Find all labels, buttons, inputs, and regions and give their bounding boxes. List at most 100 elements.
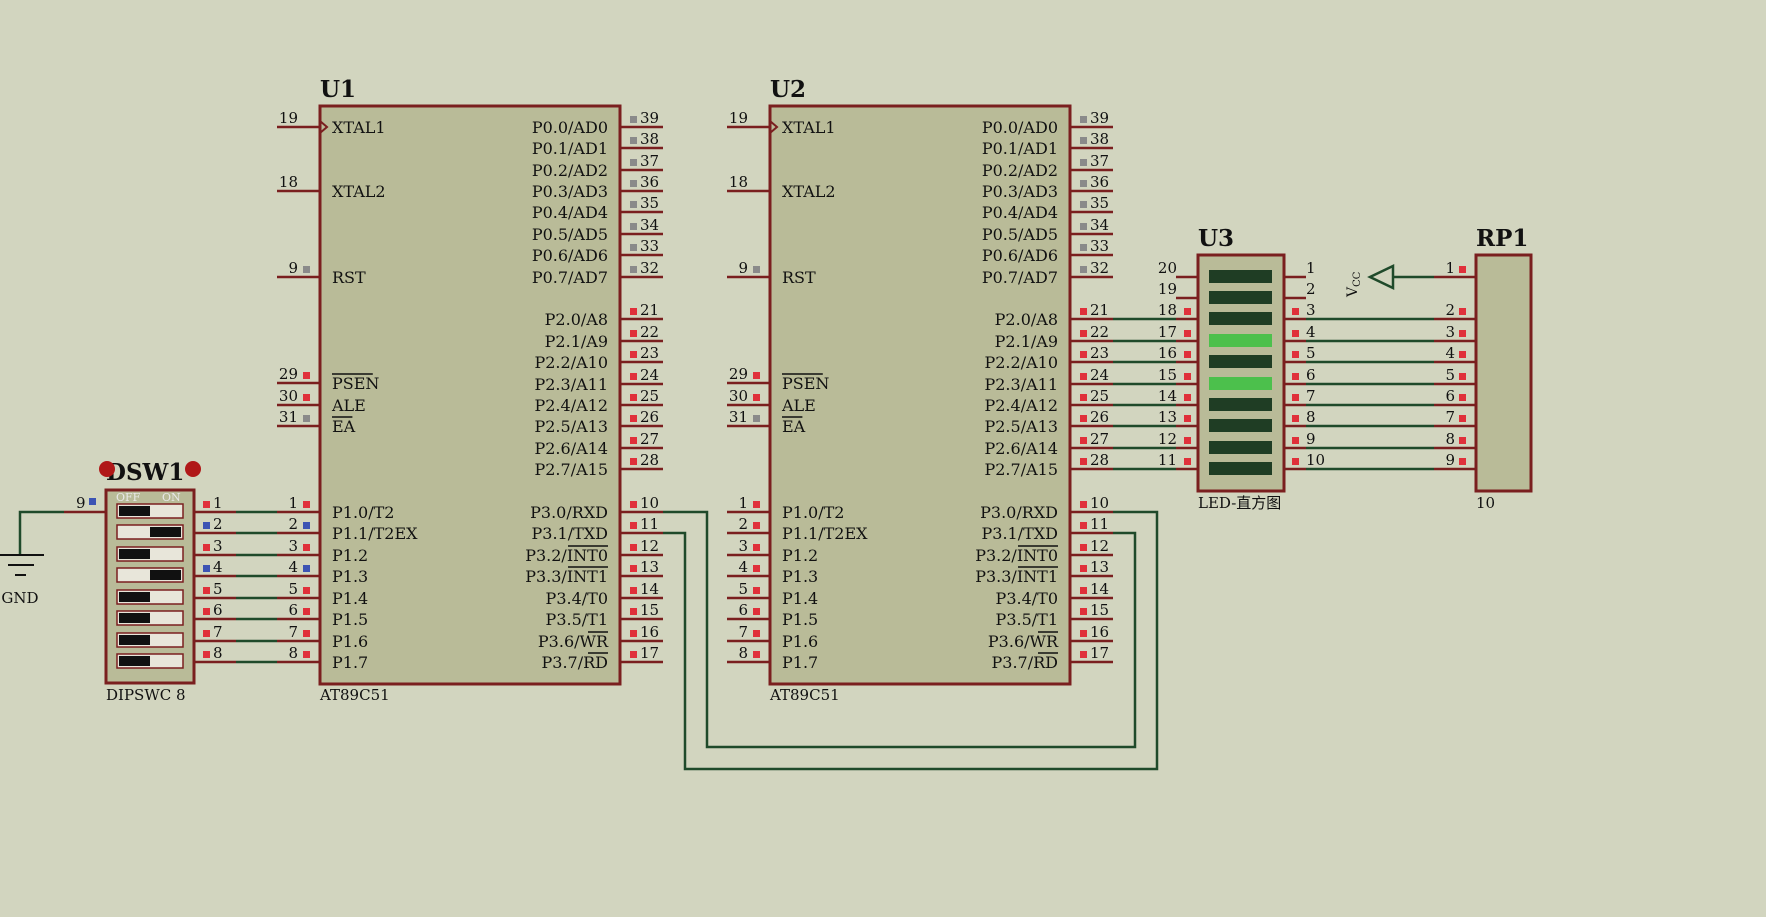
pin-7[interactable]: 7 bbox=[1284, 387, 1316, 407]
pin-8[interactable]: 8 bbox=[1284, 408, 1316, 428]
switch-knob[interactable] bbox=[119, 613, 150, 623]
pin-13[interactable]: 13 bbox=[1158, 408, 1198, 428]
pin-4[interactable]: 4 bbox=[1284, 323, 1316, 343]
pin-14[interactable]: 14 bbox=[1158, 387, 1198, 407]
pin-19[interactable]: 19 bbox=[1158, 280, 1198, 300]
pin-1[interactable]: 1 bbox=[1434, 259, 1476, 279]
switch-knob[interactable] bbox=[119, 656, 150, 666]
pin-15[interactable]: 15 bbox=[1158, 366, 1198, 386]
dip-switch-4[interactable]: 4 bbox=[116, 558, 236, 583]
switch-knob[interactable] bbox=[119, 635, 150, 645]
switch-knob[interactable] bbox=[119, 506, 150, 516]
pin-18[interactable]: 18 bbox=[1158, 301, 1198, 321]
pin-10[interactable]: 10 bbox=[1284, 451, 1325, 471]
pin-9[interactable]: 9 bbox=[1284, 430, 1316, 450]
pin-5[interactable]: 5 bbox=[1434, 366, 1476, 386]
pin-8[interactable]: 8 bbox=[1434, 430, 1476, 450]
wire[interactable] bbox=[663, 510, 1159, 771]
pin-16[interactable]: 16 bbox=[1158, 344, 1198, 364]
pin-20[interactable]: 20 bbox=[1158, 259, 1198, 279]
dip-switch-7[interactable]: 7 bbox=[116, 623, 236, 648]
pin-2[interactable]: 2 bbox=[1284, 280, 1316, 300]
switch-knob[interactable] bbox=[119, 592, 150, 602]
switch-knob[interactable] bbox=[150, 570, 181, 580]
dip-switch-6[interactable]: 6 bbox=[116, 601, 236, 626]
wire[interactable] bbox=[18, 510, 64, 555]
switch-knob[interactable] bbox=[119, 549, 150, 559]
dip-switch-3[interactable]: 3 bbox=[116, 537, 236, 562]
dip-common-pin[interactable]: 9 bbox=[64, 494, 106, 514]
drag-handle-icon[interactable] bbox=[99, 461, 115, 477]
dip-switch-8[interactable]: 8 bbox=[116, 644, 236, 669]
dip-switch-1[interactable]: 1 bbox=[116, 494, 236, 519]
pin-9[interactable]: 9 bbox=[1434, 451, 1476, 471]
